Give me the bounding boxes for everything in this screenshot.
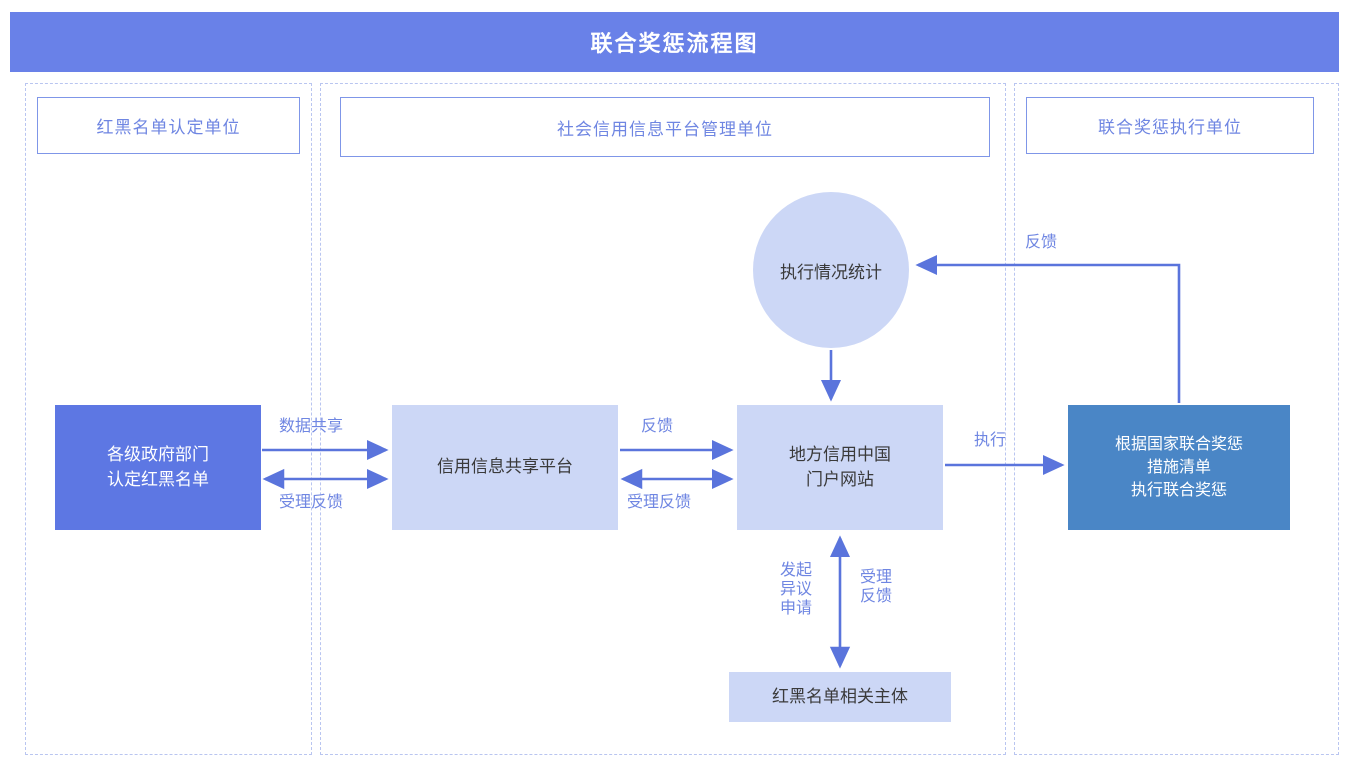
- swimlane-execution: [1014, 83, 1339, 755]
- swimlane-recognition: [25, 83, 312, 755]
- node-listed-subject[interactable]: 红黑名单相关主体: [729, 672, 951, 722]
- swimlane-header-recognition: 红黑名单认定单位: [37, 97, 300, 154]
- edge-label-accept-feedback-2: 受理反馈: [627, 494, 692, 511]
- swimlane-header-recognition-label: 红黑名单认定单位: [96, 118, 241, 137]
- node-execution-statistics-label: 执行情况统计: [780, 262, 882, 282]
- swimlane-header-execution-label: 联合奖惩执行单位: [1098, 118, 1242, 137]
- node-local-credit-portal-label: 地方信用中国门户网站: [789, 444, 891, 489]
- node-execution-statistics[interactable]: 执行情况统计: [753, 192, 909, 348]
- edge-label-data-share: 数据共享: [279, 418, 344, 435]
- swimlane-header-platform-label: 社会信用信息平台管理单位: [557, 119, 773, 139]
- swimlane-header-execution: 联合奖惩执行单位: [1026, 97, 1314, 154]
- node-joint-punishment-execution[interactable]: 根据国家联合奖惩措施清单执行联合奖惩: [1068, 405, 1290, 530]
- diagram-title-bar: 联合奖惩流程图: [10, 12, 1339, 72]
- node-local-credit-portal[interactable]: 地方信用中国门户网站: [737, 405, 943, 530]
- node-joint-punishment-execution-label: 根据国家联合奖惩措施清单执行联合奖惩: [1114, 435, 1243, 500]
- page-title: 联合奖惩流程图: [590, 31, 759, 56]
- edge-label-feedback-1: 反馈: [641, 418, 674, 435]
- node-listed-subject-label: 红黑名单相关主体: [772, 686, 908, 706]
- edge-label-accept-feedback-1: 受理反馈: [279, 494, 344, 511]
- edge-label-feedback-2: 反馈: [1025, 234, 1058, 251]
- edge-label-dispute: 发起异议申请: [779, 562, 812, 617]
- node-gov-departments-label: 各级政府部门认定红黑名单: [107, 444, 209, 489]
- node-credit-share-platform-label: 信用信息共享平台: [437, 457, 573, 477]
- edge-label-execute: 执行: [974, 432, 1007, 449]
- swimlane-header-platform: 社会信用信息平台管理单位: [340, 97, 990, 157]
- swimlane-platform: [320, 83, 1006, 755]
- edge-label-accept-feedback-3: 受理反馈: [859, 569, 892, 605]
- node-credit-share-platform[interactable]: 信用信息共享平台: [392, 405, 618, 530]
- node-gov-departments[interactable]: 各级政府部门认定红黑名单: [55, 405, 261, 530]
